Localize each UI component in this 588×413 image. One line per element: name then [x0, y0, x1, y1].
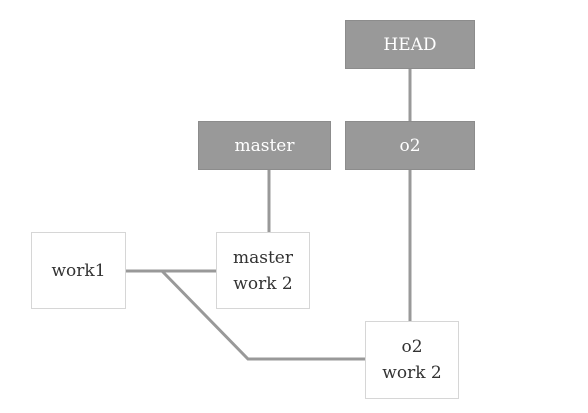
master-ref-label: master — [234, 135, 295, 156]
edge-o2-commit-to-work1 — [160, 269, 365, 361]
commit-master-work2-line1: master — [233, 247, 293, 268]
o2-ref-label: o2 — [399, 135, 421, 156]
commit-master-work2: master work 2 — [216, 232, 310, 309]
commit-o2-work2: o2 work 2 — [365, 321, 459, 399]
commit-o2-work2-line2: work 2 — [382, 363, 442, 383]
commit-master-work2-line2: work 2 — [233, 273, 293, 294]
head-ref-label: HEAD — [383, 34, 437, 55]
head-ref: HEAD — [345, 20, 475, 69]
master-ref: master — [198, 121, 331, 170]
commit-work1: work1 — [31, 232, 126, 309]
commit-o2-work2-line1: o2 — [401, 337, 423, 357]
o2-ref: o2 — [345, 121, 475, 170]
commit-work1-label: work1 — [51, 260, 106, 281]
